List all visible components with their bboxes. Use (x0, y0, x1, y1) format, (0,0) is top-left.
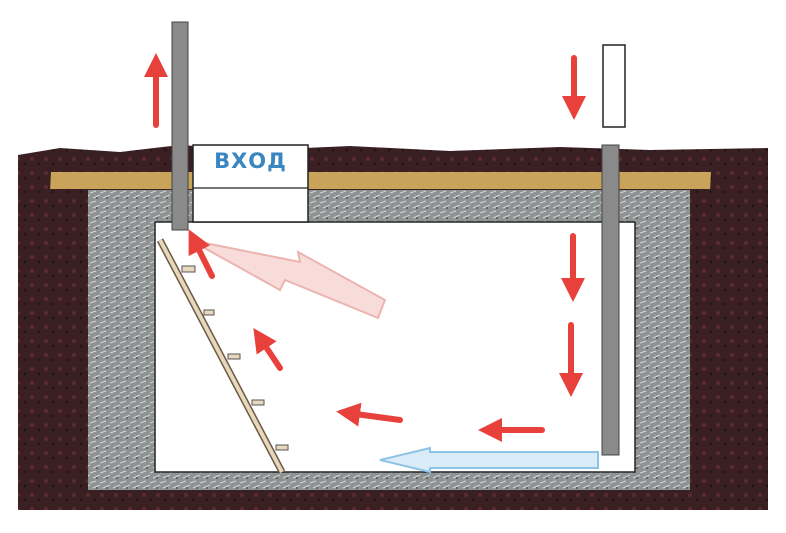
exhaust-pipe (171, 21, 189, 231)
cold-air-arrow (379, 446, 599, 474)
airflow-arrows (144, 53, 586, 442)
intake-pipe-top (602, 44, 626, 128)
ladder (156, 238, 289, 474)
intake-pipe (601, 144, 620, 456)
warm-air-arrow (189, 239, 387, 320)
arrow-left-2 (336, 402, 403, 427)
arrow-upleft-1 (253, 328, 283, 371)
entrance-box (192, 144, 309, 223)
arrow-upleft-2 (188, 229, 215, 279)
entrance-label: ВХОД (214, 149, 287, 173)
